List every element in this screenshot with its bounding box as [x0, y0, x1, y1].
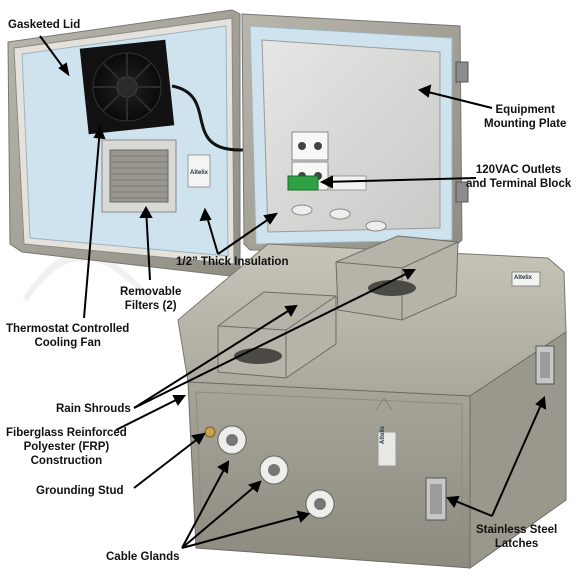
lid-sticker-text: Altelix: [190, 170, 209, 176]
hinge: [455, 61, 469, 83]
top-sticker-text: Altelix: [514, 275, 533, 281]
cable-gland: [305, 489, 335, 519]
callout-gasketed-lid: Gasketed Lid: [8, 18, 80, 32]
latch: [535, 345, 555, 385]
callout-grounding-stud: Grounding Stud: [36, 484, 124, 498]
open-lid: [7, 9, 302, 277]
callout-cooling-fan: Thermostat Controlled Cooling Fan: [6, 322, 129, 350]
callout-text: Mounting Plate: [484, 118, 567, 130]
callout-text: Removable: [120, 286, 182, 298]
callout-text: Equipment: [495, 104, 555, 116]
callout-frp-construction: Fiberglass Reinforced Polyester (FRP) Co…: [6, 426, 127, 468]
callout-removable-filters: Removable Filters (2): [120, 285, 181, 313]
removable-filter: [101, 139, 177, 213]
closed-enclosure: [177, 235, 567, 569]
terminal-block: [287, 175, 319, 191]
open-enclosure: [241, 13, 469, 253]
callout-latches: Stainless Steel Latches: [476, 523, 557, 551]
cable-gland: [259, 455, 289, 485]
callout-text: Polyester (FRP): [23, 441, 110, 453]
callout-text: Grounding Stud: [36, 485, 124, 497]
grounding-stud: [204, 426, 216, 438]
front-sticker-text: Altelix: [380, 425, 386, 444]
callout-text: Fiberglass Reinforced: [6, 427, 127, 439]
callout-text: Thermostat Controlled: [6, 323, 130, 335]
callout-text: Cooling Fan: [34, 337, 101, 349]
callout-text: Stainless Steel: [476, 524, 558, 536]
callout-text: Construction: [30, 455, 103, 467]
latch: [425, 477, 447, 521]
hinge: [455, 181, 469, 203]
callout-text: Cable Glands: [106, 551, 180, 563]
cooling-fan: [79, 39, 175, 135]
callout-arrows: [39, 35, 547, 549]
callout-text: Gasketed Lid: [8, 19, 81, 31]
callout-text: Filters (2): [124, 300, 177, 312]
callout-text: Latches: [494, 538, 539, 550]
callout-text: and Terminal Block: [466, 178, 572, 190]
callout-equipment-mounting-plate: Equipment Mounting Plate: [484, 103, 566, 131]
callout-rain-shrouds: Rain Shrouds: [56, 402, 131, 416]
callout-text: 120VAC Outlets: [475, 164, 562, 176]
callout-outlets-terminal-block: 120VAC Outlets and Terminal Block: [466, 163, 571, 191]
callout-text: Rain Shrouds: [56, 403, 131, 415]
cable-gland: [217, 425, 247, 455]
callout-insulation: 1/2” Thick Insulation: [176, 255, 288, 269]
callout-cable-glands: Cable Glands: [106, 550, 180, 564]
callout-text: 1/2” Thick Insulation: [176, 256, 289, 268]
